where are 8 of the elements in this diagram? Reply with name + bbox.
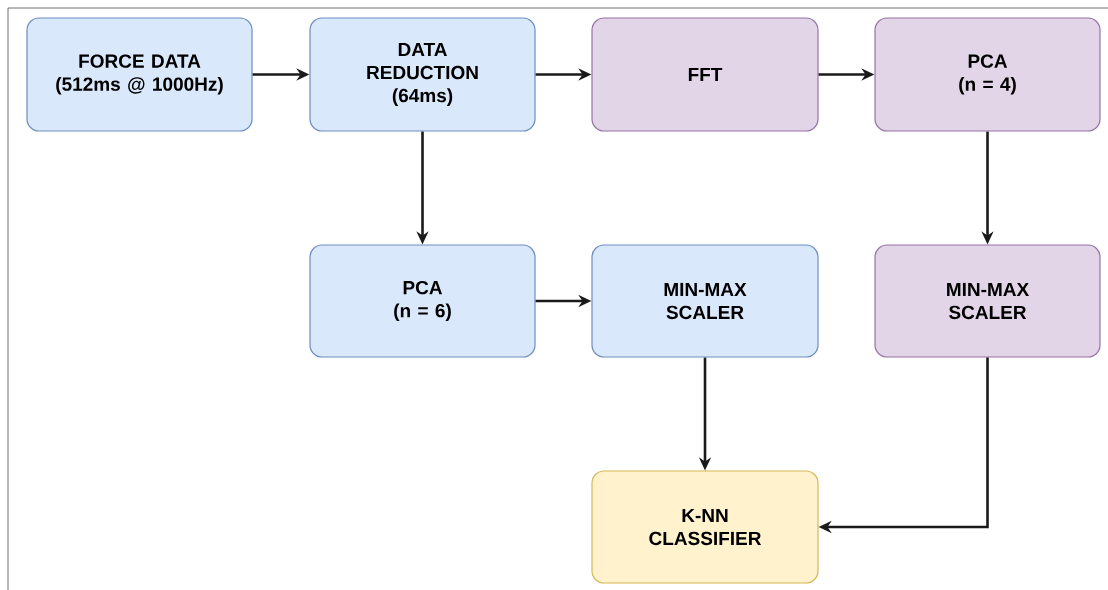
process-box: FORCE DATA (512ms @ 1000Hz) (26, 17, 253, 132)
process-box: DATA REDUCTION (64ms) (309, 17, 536, 132)
process-box: K-NN CLASSIFIER (591, 470, 819, 584)
process-box: MIN-MAX SCALER (591, 244, 819, 358)
process-box: PCA (n = 6) (309, 244, 536, 358)
process-box: MIN-MAX SCALER (874, 244, 1101, 358)
process-box: PCA (n = 4) (874, 17, 1101, 132)
process-box: FFT (591, 17, 819, 132)
